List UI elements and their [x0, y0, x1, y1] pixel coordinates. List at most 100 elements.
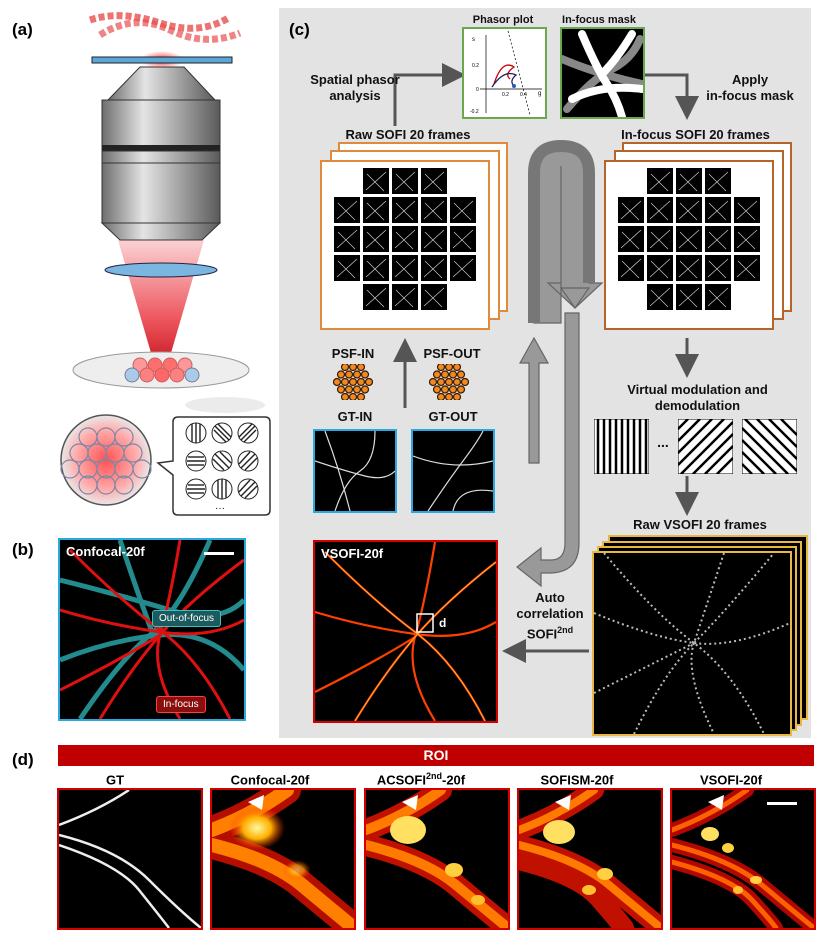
sofi-tile-strand: [707, 258, 729, 279]
psf-dot: [432, 370, 442, 379]
psf-dot: [333, 377, 342, 387]
psf-dot: [336, 370, 346, 379]
sofi-tile-strand: [365, 200, 387, 221]
psf-dot: [352, 385, 362, 394]
psf-dot: [360, 370, 370, 379]
sofi-tile-strand: [678, 200, 700, 221]
flow-arrows: [393, 63, 699, 663]
psf-dot: [348, 392, 358, 400]
psf-dot: [436, 377, 446, 387]
psf-in-label: PSF-IN: [331, 346, 375, 361]
phasor-tick-0: 0.2: [472, 63, 479, 69]
psf-dot: [356, 377, 366, 387]
phasor-s-axis: s: [472, 37, 475, 43]
sofi-tile-strand: [649, 171, 671, 192]
psf-dot: [340, 377, 350, 387]
sofi-tile-strand: [365, 229, 387, 250]
psf-dot: [340, 364, 350, 372]
psf-dot: [364, 377, 373, 387]
confocal-image: Confocal-20f Out-of-focus In-focus: [58, 538, 246, 721]
sofi-tile-strand: [423, 171, 445, 192]
header-gt: GT: [105, 772, 125, 788]
header-vsofi: VSOFI-20f: [699, 772, 763, 788]
raw-sofi-tiles: [334, 168, 476, 310]
pattern-diagonal-2: [742, 419, 797, 474]
sofi-tile-strand: [649, 287, 671, 308]
psf-dot: [360, 385, 370, 394]
psf-dot: [448, 370, 458, 379]
panel-label-d: (d): [12, 750, 34, 769]
in-focus-tag: In-focus: [156, 696, 206, 713]
roi-scale-bar: [767, 802, 797, 805]
phasor-g-axis: g: [538, 91, 541, 97]
infocus-mask-image: [558, 27, 646, 121]
pattern-diagonal-1: [678, 419, 733, 474]
sofi-tile-strand: [620, 200, 642, 221]
psf-dot: [456, 385, 466, 394]
psf-dot: [336, 385, 346, 394]
psf-in-icon: [333, 364, 373, 400]
psf-dot: [460, 377, 469, 387]
sofi-tile-strand: [649, 258, 671, 279]
psf-dot: [356, 392, 366, 400]
vsofi-result-title: VSOFI-20f: [321, 546, 384, 561]
panel-label-b: (b): [12, 540, 34, 559]
sofi-tile-strand: [678, 171, 700, 192]
sofi-tile-strand: [394, 200, 416, 221]
gt-out-image: [411, 429, 495, 513]
psf-dot: [444, 364, 454, 372]
psf-dot: [452, 377, 462, 387]
psf-dot: [340, 392, 350, 400]
infocus-sofi-title: In-focus SOFI 20 frames: [621, 127, 770, 142]
sofi-tile-strand: [336, 200, 358, 221]
sofi-tile-strand: [336, 258, 358, 279]
psf-dot: [352, 370, 362, 379]
psf-dot: [440, 385, 450, 394]
phasor-plot-title: Phasor plot: [472, 14, 534, 26]
psf-dot: [344, 385, 354, 394]
psf-dot: [436, 392, 446, 400]
sofi-tile-strand: [394, 171, 416, 192]
raw-vsofi-title: Raw VSOFI 20 frames: [633, 517, 767, 532]
infocus-mask-title: In-focus mask: [562, 14, 636, 26]
psf-dot: [452, 392, 462, 400]
sofi-tile-strand: [394, 287, 416, 308]
phasor-tick-3: 0.2: [502, 92, 509, 98]
out-of-focus-tag: Out-of-focus: [152, 610, 222, 627]
sofi-tile-strand: [736, 258, 758, 279]
sofi-tile-strand: [707, 229, 729, 250]
roi-confocal-image: [210, 788, 356, 930]
header-acsofi: ACSOFI2nd-20f: [376, 771, 466, 788]
confocal-title: Confocal-20f: [66, 544, 145, 559]
gt-in-image: [313, 429, 397, 513]
psf-dot: [344, 370, 354, 379]
phasor-tick-1: 0: [476, 87, 479, 93]
psf-dot: [444, 377, 454, 387]
psf-dot: [348, 364, 358, 372]
sofi-tile-strand: [365, 171, 387, 192]
psf-dot: [356, 364, 366, 372]
sofi-tile-strand: [365, 287, 387, 308]
psf-out-icon: [429, 364, 469, 400]
sofi-tile-strand: [394, 258, 416, 279]
sofi-tile-strand: [620, 229, 642, 250]
psf-dot: [440, 370, 450, 379]
phasor-plot: s g 0.2 0 -0.2 0.2 0.4: [462, 27, 547, 119]
roi-bar: ROI: [58, 745, 814, 766]
phasor-tick-4: 0.4: [520, 92, 527, 98]
header-sofism: SOFISM-20f: [540, 772, 614, 788]
psf-dot: [348, 377, 358, 387]
psf-dot: [429, 377, 438, 387]
sofi-tile-strand: [707, 171, 729, 192]
sofi-tile-strand: [707, 287, 729, 308]
sofi-tile-strand: [620, 258, 642, 279]
phasor-tick-2: -0.2: [470, 109, 479, 115]
roi-acsofi-image: [364, 788, 510, 930]
raw-sofi-frame: [320, 160, 490, 330]
sofi-tile-strand: [452, 200, 474, 221]
sofi-tile-strand: [678, 258, 700, 279]
gt-out-label: GT-OUT: [428, 409, 478, 424]
vsofi-result-image: VSOFI-20f d: [313, 540, 498, 723]
